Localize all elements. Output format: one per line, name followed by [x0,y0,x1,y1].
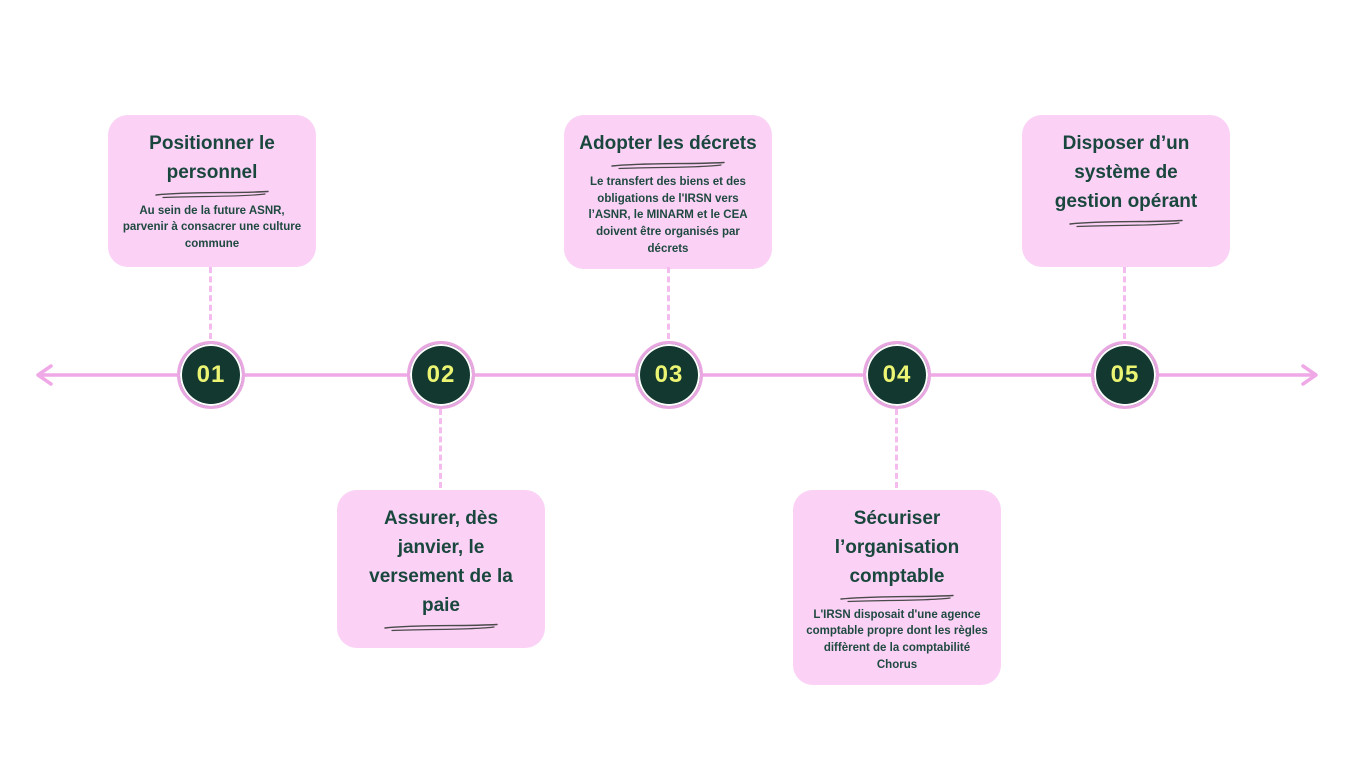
arrow-left-icon [36,364,53,386]
connector-line-2 [439,409,442,488]
milestone-card-4: Sécuriser l’organisation comptable L'IRS… [793,490,1001,686]
milestone-node-1: 01 [177,341,245,409]
arrow-right-icon [1301,364,1318,386]
milestone-node-5: 05 [1091,341,1159,409]
milestone-card-2: Assurer, dès janvier, le versement de la… [337,490,545,648]
milestone-1-title: Positionner le personnel [149,133,275,183]
connector-line-3 [667,267,670,339]
milestone-5-number: 05 [1110,361,1140,388]
title-underline-squiggle [1069,219,1183,227]
title-underline-squiggle [840,594,954,602]
connector-line-5 [1123,267,1126,339]
milestone-4-title: Sécuriser l’organisation comptable [834,508,960,587]
milestone-node-3: 03 [635,341,703,409]
milestone-4-description: L'IRSN disposait d'une agence comptable … [806,608,988,671]
milestone-3-description: Le transfert des biens et des obligation… [588,175,748,255]
milestone-1-number: 01 [196,361,226,388]
milestone-2-title: Assurer, dès janvier, le versement de la… [369,508,513,616]
milestone-card-5: Disposer d’un système de gestion opérant [1022,115,1230,267]
milestone-node-4: 04 [863,341,931,409]
milestone-2-number: 02 [426,361,456,388]
milestone-3-number: 03 [654,361,684,388]
title-underline-squiggle [611,161,725,169]
connector-line-1 [209,267,212,339]
milestone-1-description: Au sein de la future ASNR, parvenir à co… [122,204,302,251]
title-underline-squiggle [384,623,498,631]
milestone-3-title: Adopter les décrets [579,133,757,154]
milestone-card-3: Adopter les décrets Le transfert des bie… [564,115,772,270]
title-underline-squiggle [155,190,269,198]
connector-line-4 [895,409,898,488]
milestone-5-title: Disposer d’un système de gestion opérant [1054,133,1198,212]
milestone-4-number: 04 [882,361,912,388]
milestone-node-2: 02 [407,341,475,409]
milestone-card-1: Positionner le personnel Au sein de la f… [108,115,316,267]
